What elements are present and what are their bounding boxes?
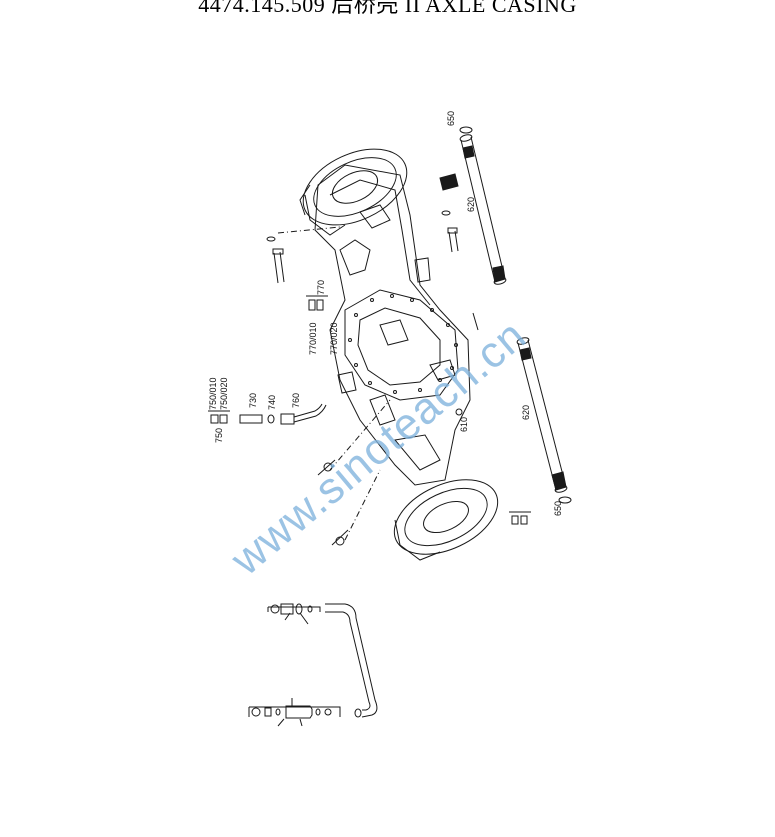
part-760-fitting: [280, 413, 295, 425]
callout-770: 770: [316, 280, 326, 295]
axle-shaft-lower: [516, 337, 572, 504]
watermark-text: www.sinoteach.cn: [221, 310, 535, 585]
part-right-bracket-a: [511, 515, 519, 525]
part-730: [239, 414, 263, 424]
part-760-pipe: [293, 403, 327, 423]
center-line-3: [344, 469, 381, 541]
brake-pipe-assembly: [248, 603, 378, 727]
upper-hub-flange: [299, 148, 408, 236]
callout-750-010: 750/010: [208, 377, 218, 410]
center-line-2: [329, 399, 391, 471]
bolt-part: [448, 230, 459, 253]
callout-650-top: 650: [446, 111, 456, 126]
callout-620-bottom: 620: [521, 405, 531, 420]
callout-730: 730: [248, 393, 258, 408]
callout-770-020: 770/020: [329, 322, 339, 355]
callout-650-bottom: 650: [553, 501, 563, 516]
part-770-010: [308, 299, 316, 311]
bolt-left: [273, 251, 285, 284]
callout-740: 740: [267, 395, 277, 410]
part-610: [455, 408, 463, 416]
center-line-1: [277, 226, 341, 234]
leader-a: [317, 459, 336, 476]
part-740: [267, 414, 275, 424]
callout-610: 610: [459, 417, 469, 432]
callout-750: 750: [214, 428, 224, 443]
part-right-bracket-b: [520, 515, 528, 525]
part-nut-b: [335, 536, 345, 546]
bolt-right: [472, 312, 479, 331]
part-nut-a: [323, 462, 333, 472]
callout-760: 760: [291, 393, 301, 408]
axle-casing-body: [314, 164, 471, 486]
washer-left: [266, 236, 276, 242]
bolt-head: [447, 227, 458, 234]
lower-hub-flange: [393, 479, 499, 561]
bolt-left-head: [272, 248, 284, 255]
callout-770-010: 770/010: [308, 322, 318, 355]
leader-b: [331, 529, 349, 546]
part-750-010: [210, 414, 219, 424]
part-770-020: [316, 299, 324, 311]
plate-part: [439, 173, 459, 191]
axle-shaft-upper: [459, 126, 507, 285]
callout-750-020: 750/020: [219, 377, 229, 410]
page-title: 4474.145.509 后桥壳 II AXLE CASING: [198, 0, 577, 17]
callout-labels: 650 620 770 770/010 770/020 750/010 750/…: [208, 111, 563, 516]
washer-part: [441, 210, 451, 216]
part-750-020: [219, 414, 228, 424]
callout-620-top: 620: [466, 197, 476, 212]
